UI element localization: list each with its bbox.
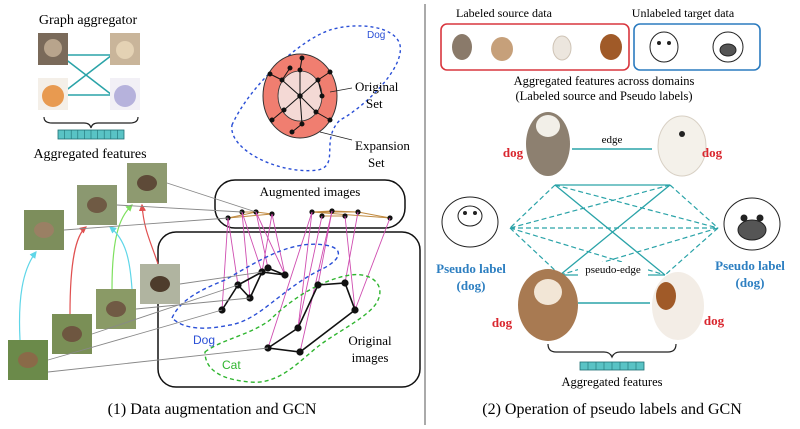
dog-thumbnails xyxy=(8,163,180,380)
right-aggregated-bar xyxy=(547,343,677,371)
augmented-images-label: Augmented images xyxy=(260,184,361,199)
original-set-label-2: Set xyxy=(366,96,383,111)
dog-label-bottom-right: dog xyxy=(704,313,725,328)
labeled-source-label: Labeled source data xyxy=(456,6,553,20)
dog-label-bottom-left: dog xyxy=(492,315,513,330)
original-graph xyxy=(218,264,359,356)
expansion-set-label-1: Expansion xyxy=(355,138,410,153)
left-panel: Graph aggregator xyxy=(8,13,421,418)
original-images-label-1: Original xyxy=(348,333,392,348)
mapping-lines xyxy=(47,182,269,373)
aggregated-features-label: Aggregated features xyxy=(33,147,146,162)
dog-node-bottom-left xyxy=(518,269,578,341)
dog-curve-label: Dog xyxy=(193,333,215,347)
augmented-graph xyxy=(225,208,393,221)
right-caption: (2) Operation of pseudo labels and GCN xyxy=(482,401,742,418)
aggregated-across-sub: (Labeled source and Pseudo labels) xyxy=(515,89,692,103)
expansion-set-blob xyxy=(231,25,401,172)
unlabeled-target-label: Unlabeled target data xyxy=(632,6,735,20)
correspondence-lines xyxy=(221,210,391,353)
pseudo-label-right-2: (dog) xyxy=(736,275,765,290)
augmentation-arrows xyxy=(18,203,159,341)
source-dog-thumbs xyxy=(447,30,626,64)
original-images-box xyxy=(157,231,421,388)
aggregated-across-label: Aggregated features across domains xyxy=(514,74,695,88)
dog-cluster-curve xyxy=(171,243,339,329)
original-images-label-2: images xyxy=(352,350,389,365)
original-set-label-1: Original xyxy=(355,79,399,94)
edge-label: edge xyxy=(602,134,623,146)
right-aggregated-label: Aggregated features xyxy=(562,375,663,389)
dog-blob-label: Dog xyxy=(367,30,385,41)
graph-aggregator-label: Graph aggregator xyxy=(39,13,138,28)
expansion-set-label-2: Set xyxy=(368,155,385,170)
cat-cluster-curve xyxy=(204,273,381,383)
aggregator-graph xyxy=(38,33,140,110)
pseudo-label-right-1: Pseudo label xyxy=(715,258,785,273)
right-panel: Labeled source data Unlabeled target dat… xyxy=(436,6,785,418)
target-dog-sketches xyxy=(649,31,744,63)
dog-node-top-left xyxy=(526,112,570,176)
pseudo-label-left-1: Pseudo label xyxy=(436,261,506,276)
dog-label-top-right: dog xyxy=(702,145,723,160)
dog-node-top-right xyxy=(657,115,707,177)
pseudo-edge-label: pseudo-edge xyxy=(585,264,641,276)
aggregated-features-bar xyxy=(43,116,139,140)
dog-node-right-sketch xyxy=(723,197,781,251)
labeled-source-box xyxy=(440,23,630,71)
dog-node-bottom-right xyxy=(652,272,704,340)
dog-label-top-left: dog xyxy=(503,145,524,160)
pseudo-label-left-2: (dog) xyxy=(457,278,486,293)
dog-node-left-sketch xyxy=(441,196,499,248)
cat-curve-label: Cat xyxy=(222,358,241,372)
solid-cross-edges xyxy=(554,184,671,276)
unlabeled-target-box xyxy=(633,23,761,71)
left-caption: (1) Data augmentation and GCN xyxy=(108,401,317,418)
